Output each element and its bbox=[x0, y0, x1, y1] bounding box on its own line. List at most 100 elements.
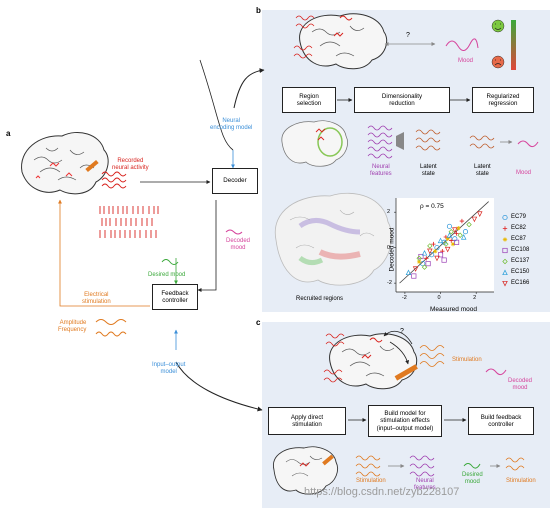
desired-mood-label-c: Desired mood bbox=[462, 472, 483, 485]
scatter-point-ec79 bbox=[429, 252, 435, 258]
x-tick-label: -2 bbox=[401, 295, 407, 301]
x-tick-label: 2 bbox=[473, 295, 477, 301]
x-tick-label: 0 bbox=[437, 295, 441, 301]
mood-scale-bar bbox=[511, 20, 516, 70]
scatter-point-ec87 bbox=[433, 249, 438, 254]
scatter-point-ec137 bbox=[416, 255, 422, 261]
watermark: https://blog.csdn.net/zyb228107 bbox=[304, 486, 460, 498]
build-model-box: Build model for stimulation effects (inp… bbox=[368, 405, 442, 437]
neural-features-label-c: Neural features bbox=[414, 478, 436, 491]
legend-label-ec79: EC79 bbox=[511, 214, 527, 220]
legend-label-ec87: EC87 bbox=[511, 236, 527, 242]
scatter-point-ec79 bbox=[446, 223, 453, 229]
brain-region-selection-icon bbox=[281, 120, 348, 167]
question-mark-b: ? bbox=[406, 32, 410, 39]
brain-a-icon bbox=[21, 132, 109, 195]
scatter-point-ec166 bbox=[452, 227, 458, 233]
stimulation-label-c: Stimulation bbox=[452, 357, 482, 363]
scatter-point-ec137 bbox=[427, 243, 433, 249]
stimulation-left-label: Stimulation bbox=[356, 478, 386, 484]
stimulation-right-label: Stimulation bbox=[506, 478, 536, 484]
latent-state-label-1: Latent state bbox=[420, 164, 437, 177]
scatter-point-ec87 bbox=[445, 236, 450, 241]
reduction-funnel-icon bbox=[396, 132, 404, 150]
apply-stimulation-box: Apply direct stimulation bbox=[268, 407, 346, 435]
neural-features-traces bbox=[367, 125, 393, 159]
scatter-point-ec79 bbox=[420, 261, 426, 267]
recruited-regions-brain-icon bbox=[274, 192, 392, 286]
neural-features-label-b: Neural features bbox=[370, 164, 392, 177]
y-tick-label: 2 bbox=[387, 209, 391, 216]
mood-label-b2: Mood bbox=[516, 170, 532, 176]
scatter-point-ec82 bbox=[424, 256, 429, 261]
latent-state-label-2: Latent state bbox=[474, 164, 491, 177]
scatter-point-ec150 bbox=[446, 232, 453, 238]
decoded-mood-label: Decoded mood bbox=[226, 238, 251, 251]
legend-label-ec82: EC82 bbox=[511, 225, 527, 231]
panel-letter-b: b bbox=[256, 6, 261, 15]
scatter-point-ec137 bbox=[443, 241, 449, 247]
scatter-point-ec137 bbox=[421, 264, 428, 270]
scatter-point-ec87 bbox=[456, 225, 461, 231]
legend-marker-ec108 bbox=[502, 247, 508, 254]
scatter-point-ec108 bbox=[454, 239, 460, 245]
latent-state-traces-1 bbox=[415, 129, 441, 151]
feedback-controller-box: Feedback controller bbox=[152, 284, 198, 310]
amplitude-frequency-label: Amplitude Frequency bbox=[58, 320, 87, 333]
scatter-point-ec82 bbox=[449, 238, 454, 243]
scatter-point-ec108 bbox=[437, 252, 444, 258]
scatter-point-ec150 bbox=[421, 249, 428, 256]
scatter-point-ec79 bbox=[452, 236, 458, 242]
scatter-point-ec166 bbox=[434, 255, 440, 262]
scatter-point-ec82 bbox=[454, 231, 459, 236]
legend-label-ec137: EC137 bbox=[511, 258, 530, 264]
scatter-point-ec82 bbox=[431, 241, 436, 247]
recorded-activity-label: Recorded neural activity bbox=[112, 158, 149, 171]
chart-annotation: ρ = 0.75 bbox=[420, 203, 444, 210]
scatter-point-ec79 bbox=[434, 245, 440, 251]
regularized-regression-box: Regularized regression bbox=[472, 87, 534, 113]
scatter-point-ec79 bbox=[462, 229, 469, 235]
decoder-box: Decoder bbox=[212, 168, 258, 194]
happy-face-icon bbox=[491, 19, 505, 33]
legend-label-ec166: EC166 bbox=[511, 280, 530, 286]
legend-label-ec108: EC108 bbox=[511, 247, 530, 253]
panel-letter-a: a bbox=[6, 129, 11, 138]
legend-marker-ec82 bbox=[502, 226, 508, 231]
scatter-point-ec137 bbox=[466, 221, 472, 228]
legend-marker-ec166 bbox=[502, 280, 508, 287]
y-tick-label: 0 bbox=[387, 244, 391, 251]
region-selection-box: Region selection bbox=[282, 87, 336, 113]
chart-xlabel: Measured mood bbox=[430, 306, 477, 313]
electrical-stimulation-label: Electrical stimulation bbox=[82, 292, 111, 305]
scatter-point-ec150 bbox=[460, 234, 467, 240]
scatter-point-ec166 bbox=[427, 248, 433, 255]
legend-marker-ec150 bbox=[502, 269, 508, 276]
panel-letter-c: c bbox=[256, 318, 261, 327]
scatter-point-ec87 bbox=[416, 259, 422, 265]
scatter-point-ec108 bbox=[425, 261, 431, 267]
mood-label-b: Mood bbox=[458, 58, 474, 64]
build-feedback-controller-box: Build feedback controller bbox=[468, 407, 534, 435]
scatter-point-ec166 bbox=[476, 211, 483, 217]
scatter-point-ec150 bbox=[405, 269, 412, 276]
brain-c-icon bbox=[323, 333, 418, 390]
scatter-point-ec166 bbox=[444, 246, 451, 253]
decoded-mood-label-c: Decoded mood bbox=[508, 378, 533, 391]
legend-label-ec150: EC150 bbox=[511, 269, 530, 275]
scatter-point-ec137 bbox=[448, 229, 454, 235]
dimensionality-reduction-box: Dimensionality reduction bbox=[354, 87, 450, 113]
scatter-point-ec108 bbox=[411, 273, 417, 279]
brain-c-small-icon bbox=[273, 446, 338, 495]
legend-marker-ec137 bbox=[502, 258, 508, 265]
desired-mood-label: Desired mood bbox=[148, 272, 186, 278]
scatter-point-ec166 bbox=[412, 266, 419, 272]
scatter-point-ec82 bbox=[459, 218, 465, 224]
recorded-neural-raster bbox=[99, 171, 159, 238]
question-mark-c: ? bbox=[400, 328, 404, 335]
y-tick-label: -2 bbox=[387, 280, 392, 287]
scatter-point-ec150 bbox=[437, 237, 444, 244]
recruited-regions-label: Recruited regions bbox=[296, 296, 344, 302]
